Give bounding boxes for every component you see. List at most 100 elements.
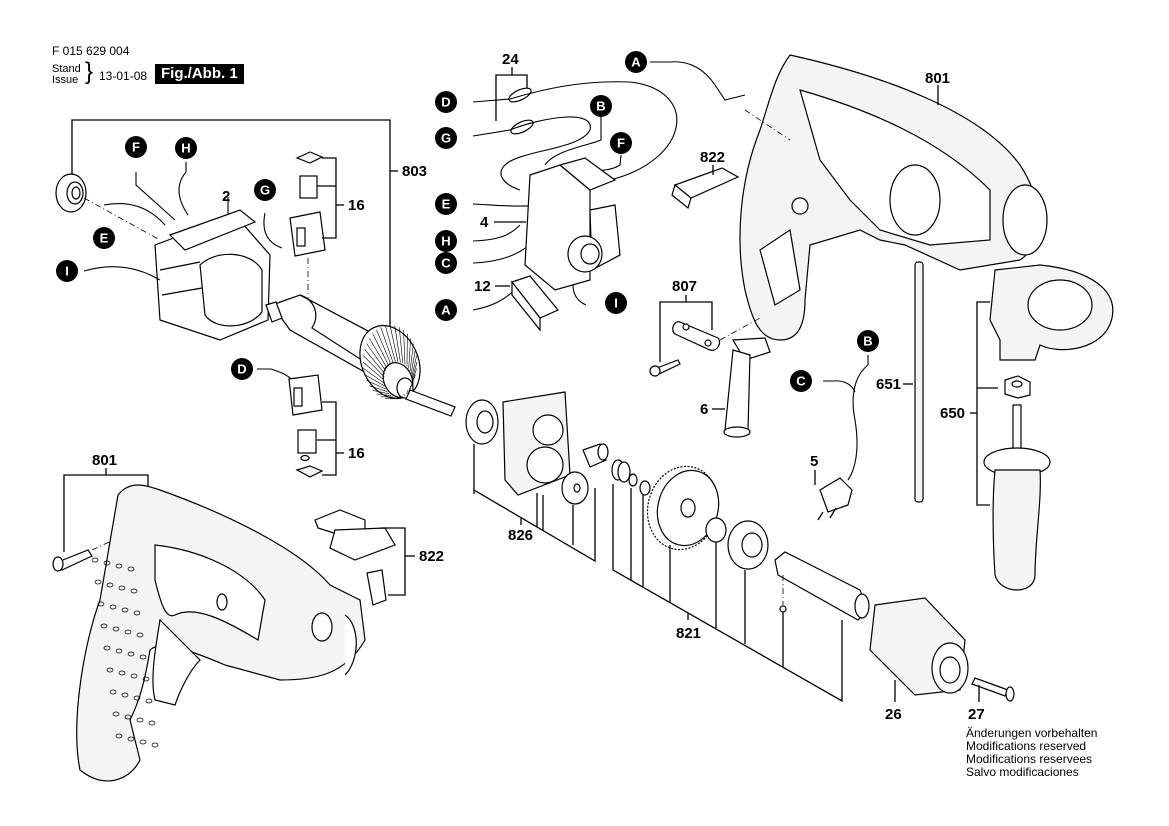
connector-marker-h-stator: H [175,137,197,159]
fan-fin [409,343,414,372]
connector-marker-g-stator: G [254,179,276,201]
grip-dot [112,711,120,717]
bracket-650 [970,301,998,506]
bracket-826 [473,444,596,563]
sleeve-bushing [582,443,609,468]
grip-dot [115,563,123,569]
part-label-803: 803 [402,163,427,180]
wire-E-stator [103,202,166,226]
fan-fin [369,338,388,369]
part-label-651: 651 [876,376,901,393]
document-number: F 015 629 004 [52,44,130,58]
connector-marker-d-switch: D [435,91,457,113]
fan-fin [364,349,386,375]
wire-G-switch [472,116,591,191]
depth-stop-rod [914,261,924,503]
bearing-front [727,520,769,570]
fan-fin [411,361,418,381]
wire-I-stator [83,266,161,281]
chuck-screw [971,677,1015,702]
svg-text:B: B [596,99,605,114]
connector-marker-e-switch: E [435,193,457,215]
switch [524,157,621,291]
part-label-4: 4 [480,214,489,231]
grip-dot [94,579,102,585]
gear [646,465,720,551]
svg-text:H: H [441,234,450,249]
part-label-24: 24 [502,51,519,68]
part-label-826: 826 [508,527,533,544]
svg-text:I: I [614,296,618,311]
grip-dot [112,626,120,632]
cord-clamp [672,321,721,351]
bracket-807 [659,295,713,362]
stand-label: Stand [52,63,81,75]
grip-dot [118,585,126,591]
grip-dot [106,667,114,673]
part-label-27: 27 [968,706,985,723]
grip-dot [139,654,147,660]
grip-dot [133,695,141,701]
switch-lock-button-bottom [314,509,415,606]
armature-fan [362,324,418,400]
part-label-6: 6 [700,401,708,418]
svg-text:B: B [863,334,872,349]
grip-dot [142,676,150,682]
washer-826 [561,471,589,505]
brace-icon: } [85,58,94,85]
connector-marker-b-switch: B [590,95,612,117]
part-label-650: 650 [940,405,965,422]
fan-fin [394,325,401,363]
svg-text:D: D [237,362,246,377]
grip-dot [103,560,111,566]
fan-fin [369,385,388,392]
connector-marker-g-switch: G [435,127,457,149]
issue-date: 13-01-08 [99,69,148,83]
clamp-screw [649,359,681,377]
grip-dot [145,698,153,704]
fan-fin [389,324,399,363]
spring [611,459,631,483]
connector-marker-c-switch: C [435,252,457,274]
fan-fin [372,390,390,395]
part-label-2: 2 [222,188,230,205]
part-label-822-bottom: 822 [419,548,444,565]
bearing-left [55,173,87,213]
fan-fin [411,355,417,377]
connector-marker-a-switch: A [435,299,457,321]
figure-badge: Fig./Abb. 1 [155,64,244,84]
svg-text:F: F [132,140,140,155]
svg-text:H: H [181,141,190,156]
fan-fin [389,397,399,400]
disclaimer-line-de: Änderungen vorbehalten [966,726,1098,740]
part-label-12: 12 [474,278,491,295]
grip-dot [139,739,147,745]
grip-dot [106,582,114,588]
bracket-821 [612,484,843,703]
fan-fin [408,338,411,369]
connector-marker-d-brush: D [231,358,253,380]
grip-dot [133,610,141,616]
wire-A-housing [650,61,746,101]
disclaimer-line-es: Salvo modificaciones [966,765,1079,779]
grip-dot [130,588,138,594]
grip-dot [100,623,108,629]
wire-C-cord [823,380,856,393]
grip-dot [103,645,111,651]
fan-fin [398,327,404,364]
fan-fin [403,329,406,365]
issue-label: Issue [52,74,79,86]
fan-fin [385,325,396,363]
grip-dot [109,689,117,695]
housing-half-left [76,484,366,782]
housing-half-right [739,54,1048,341]
svg-text:C: C [796,374,806,389]
fan-fin [376,329,392,365]
grip-dot [127,566,135,572]
svg-text:I: I [65,264,69,279]
grip-dot [130,673,138,679]
fan-fin [364,374,385,387]
grip-dot [97,601,105,607]
connector-marker-i-switch: I [605,292,627,314]
connector-marker-b-cord: B [857,330,879,352]
